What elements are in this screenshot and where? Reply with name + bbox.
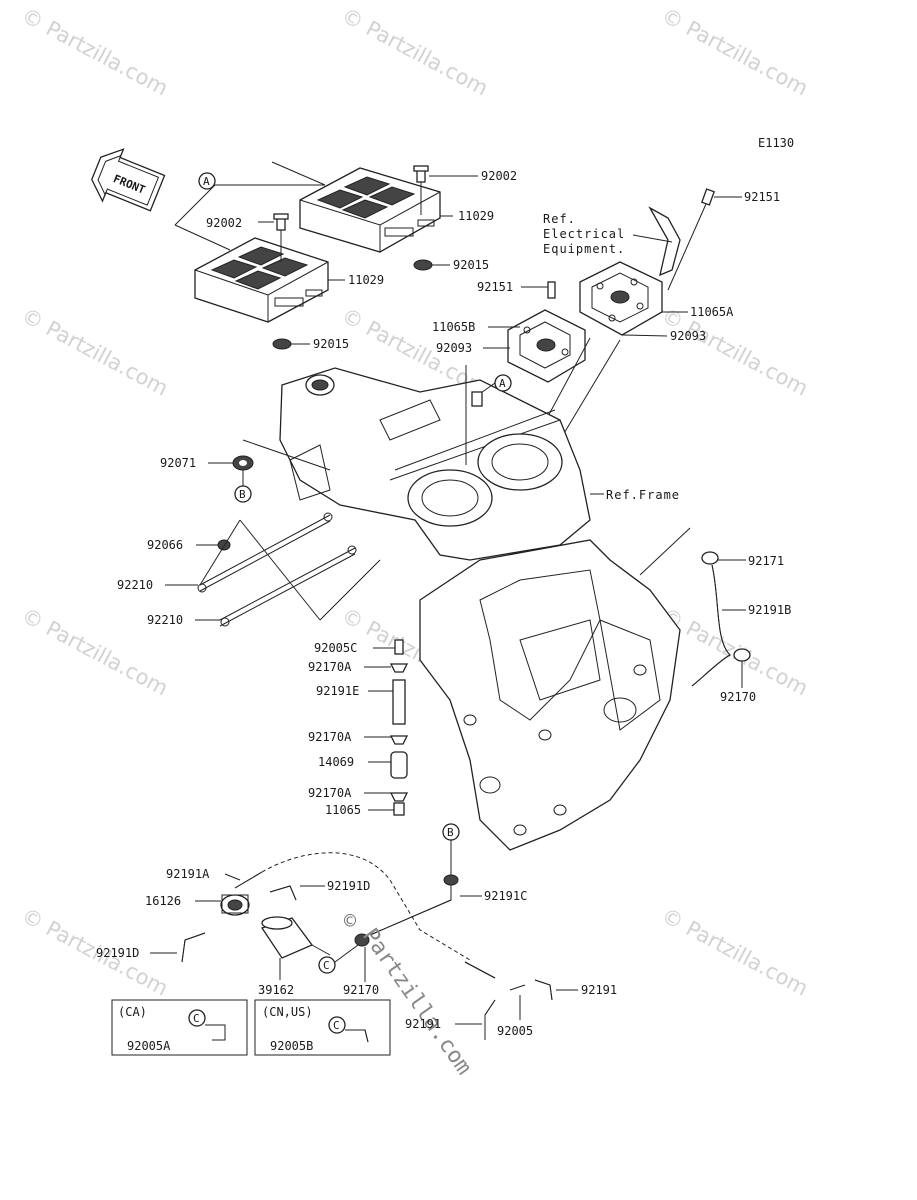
svg-text:C: C [323, 959, 330, 972]
callout-b-bottom: B [442, 823, 460, 875]
part-label: 92191B [748, 603, 791, 617]
callout-a-top: A [174, 161, 326, 251]
watermark: © Partzilla.com [338, 3, 492, 100]
part-label: 92191A [166, 867, 210, 881]
part-label: 92171 [748, 554, 784, 568]
bolt-92151-top [667, 188, 742, 291]
variant-label-cn-us: (CN,US) [262, 1005, 313, 1019]
canister-39162 [260, 916, 331, 980]
elbow-92191d-left [150, 932, 206, 963]
variant-box-ca: C [111, 999, 248, 1056]
part-label: 92191 [581, 983, 617, 997]
part-labels: 92002 11029 92002 92015 11029 92015 9215… [96, 169, 791, 1053]
part-label: 92170 [720, 690, 756, 704]
bracket-electrical [632, 206, 681, 277]
part-label: 92066 [147, 538, 183, 552]
ref-electrical-line2: Electrical [543, 227, 625, 241]
part-label: 92151 [477, 280, 513, 294]
part-label: 92191D [96, 946, 139, 960]
air-filter-element-upper [299, 167, 441, 253]
parts-stack-center [364, 639, 409, 816]
part-label: 92170 [343, 983, 379, 997]
air-box-housing [279, 367, 591, 561]
callout-b-left: B [234, 470, 252, 503]
part-label: 92002 [481, 169, 517, 183]
part-label: 92093 [670, 329, 706, 343]
callout-c-center: C [318, 944, 359, 974]
part-label: 92015 [313, 337, 349, 351]
svg-text:C: C [193, 1012, 200, 1025]
variant-box-cn-us: C [254, 999, 391, 1056]
watermark: © Partzilla.com [18, 903, 172, 1000]
intake-cover-11065b [507, 309, 586, 383]
svg-text:C: C [333, 1019, 340, 1032]
watermark: © Partzilla.com [658, 3, 812, 100]
front-arrow-icon: FRONT [91, 148, 166, 212]
bolt-92151-mid [521, 281, 556, 299]
part-label: 92191E [316, 684, 359, 698]
watermark: © Partzilla.com [658, 303, 812, 400]
ref-electrical-line1: Ref. [543, 212, 576, 226]
part-label: 11029 [458, 209, 494, 223]
part-label: 92093 [436, 341, 472, 355]
clip-92066 [196, 519, 381, 621]
variant-label-ca: (CA) [118, 1005, 147, 1019]
part-label: 92191C [484, 889, 527, 903]
bolt-92002-mid [258, 213, 289, 262]
frame-main [419, 539, 681, 851]
intake-cover-11065a [579, 261, 663, 336]
part-label: 92151 [744, 190, 780, 204]
part-label: 11065 [325, 803, 361, 817]
air-filter-element-lower [194, 237, 329, 323]
part-label: 92191D [327, 879, 370, 893]
part-label: 92005C [314, 641, 357, 655]
part-label: 11065A [690, 305, 734, 319]
grommet-92015-right [413, 259, 450, 271]
strap-92210 [165, 512, 357, 627]
part-label: 92170A [308, 786, 352, 800]
svg-text:B: B [239, 488, 246, 501]
grommet-92071 [208, 439, 331, 471]
diagram-code: E1130 [758, 136, 794, 150]
svg-text:A: A [499, 377, 506, 390]
part-label: 92005 [497, 1024, 533, 1038]
hose-92191a [224, 852, 471, 961]
part-label: 39162 [258, 983, 294, 997]
ref-frame: Ref.Frame [606, 488, 680, 502]
watermark: © Partzilla.com [658, 903, 812, 1000]
part-label: 92005B [270, 1039, 313, 1053]
svg-text:A: A [203, 175, 210, 188]
part-label: 92210 [147, 613, 183, 627]
part-label: 11029 [348, 273, 384, 287]
elbow-92191d-top [269, 885, 325, 901]
watermark: © Partzilla.com [18, 3, 172, 100]
part-label: 14069 [318, 755, 354, 769]
bolt-92002-upper [413, 165, 478, 215]
watermark: © Partzilla.com [18, 303, 172, 400]
copyright-mark: © [344, 909, 357, 933]
callout-a-airbox: A [471, 374, 512, 407]
ref-electrical-line3: Equipment. [543, 242, 625, 256]
part-label: 92071 [160, 456, 196, 470]
hose-92191c [369, 874, 482, 936]
part-label: 92002 [206, 216, 242, 230]
part-label: 92170A [308, 730, 352, 744]
center-watermark: Partzilla.com [357, 924, 476, 1079]
part-label: 92210 [117, 578, 153, 592]
clamp-92170-low [354, 933, 370, 982]
svg-text:B: B [447, 826, 454, 839]
part-label: 92170A [308, 660, 352, 674]
hose-92191b [691, 551, 751, 688]
tube-right-bottom [455, 961, 578, 1040]
part-label: 92191 [405, 1017, 441, 1031]
part-label: 16126 [145, 894, 181, 908]
valve-16126 [195, 894, 250, 916]
grommet-92015-low [272, 338, 310, 350]
part-label: 11065B [432, 320, 475, 334]
part-label: 92005A [127, 1039, 171, 1053]
part-label: 92015 [453, 258, 489, 272]
